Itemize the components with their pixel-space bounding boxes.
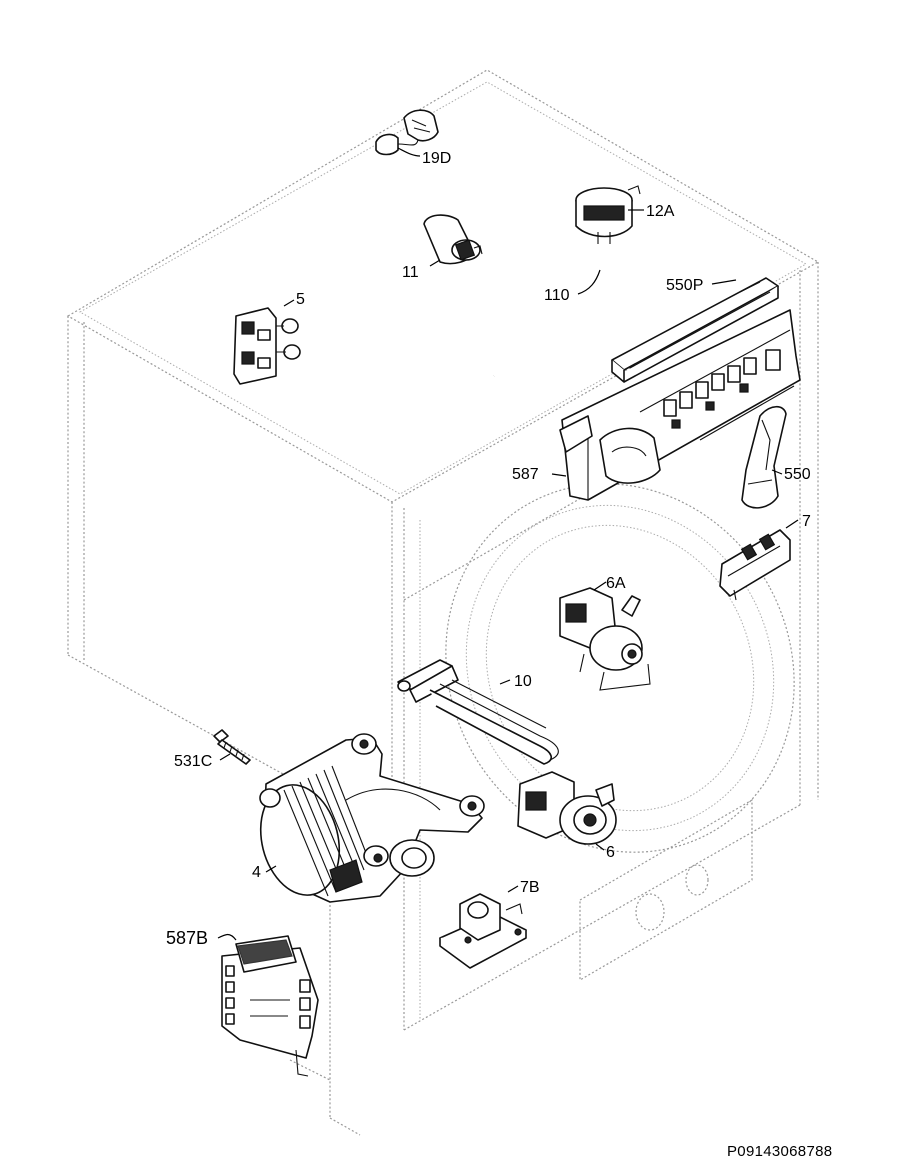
label-550P: 550P (666, 277, 703, 294)
part-587B-power-board (221, 935, 319, 1077)
part-7B-door-hinge-catch (439, 893, 527, 969)
part-550-selector-knob (741, 405, 787, 509)
label-11: 11 (402, 264, 419, 281)
label-4: 4 (252, 864, 261, 881)
label-6A: 6A (606, 575, 626, 592)
drawing-code: P09143068788 (727, 1143, 832, 1160)
label-12A: 12A (646, 203, 675, 220)
label-550: 550 (784, 466, 811, 483)
label-587B: 587B (166, 928, 208, 948)
part-7-door-interlock (719, 529, 791, 601)
label-587: 587 (512, 466, 539, 483)
cabinet-outline (66, 69, 820, 1136)
board-relays (663, 349, 781, 429)
leader-lines (217, 147, 799, 941)
label-7B: 7B (520, 879, 540, 896)
label-531C: 531C (174, 753, 212, 770)
part-531C-bolt (213, 729, 251, 765)
part-19D-hose-clip (375, 109, 439, 156)
label-7: 7 (802, 513, 811, 530)
part-6A-circulation-pump (559, 587, 651, 691)
part-5-inlet-valve (233, 307, 301, 385)
label-5: 5 (296, 291, 305, 308)
part-12A-pressure-switch (575, 185, 641, 244)
label-10: 10 (514, 673, 532, 690)
board-pins (225, 965, 311, 1029)
part-10-heating-element (397, 659, 559, 765)
part-labels: 19D 12A 11 110 550P 5 587 550 7 6A 10 53… (166, 150, 811, 948)
label-19D: 19D (422, 150, 451, 167)
label-110: 110 (544, 287, 570, 304)
part-11-capacitor (423, 214, 483, 265)
part-587-control-board (559, 309, 801, 501)
part-550P-control-panel-strip (611, 277, 779, 383)
label-6: 6 (606, 844, 615, 861)
part-110-hose (492, 261, 602, 377)
part-4-motor (259, 733, 485, 903)
part-6-drain-pump (517, 771, 617, 845)
